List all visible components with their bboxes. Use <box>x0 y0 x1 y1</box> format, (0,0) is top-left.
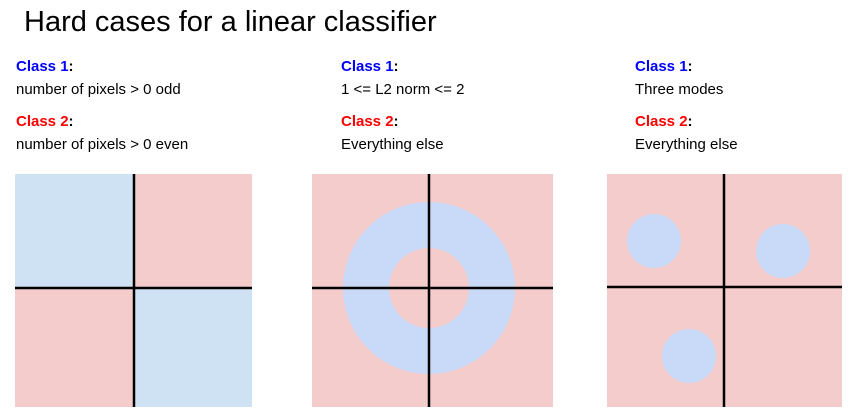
class1-name: Class 1 <box>341 58 394 75</box>
panel3-class1-desc: Three modes <box>635 81 724 98</box>
panel1-text: Class 1: number of pixels > 0 odd Class … <box>16 55 188 156</box>
panel2-class1-desc: 1 <= L2 norm <= 2 <box>341 81 465 98</box>
class2-name: Class 2 <box>16 113 69 130</box>
panel3-text: Class 1: Three modes Class 2: Everything… <box>635 55 738 156</box>
diagram-three-circles <box>607 174 842 407</box>
panel3-class2-label: Class 2: <box>635 110 738 133</box>
colon: : <box>687 113 693 130</box>
panel3-class2-desc: Everything else <box>635 136 738 153</box>
panel2-text: Class 1: 1 <= L2 norm <= 2 Class 2: Ever… <box>341 55 464 156</box>
colon: : <box>68 113 74 130</box>
class1-quadrant-bottom-right <box>134 288 252 407</box>
class2-name: Class 2 <box>341 113 394 130</box>
diagram-annulus-ring <box>312 174 553 407</box>
colon: : <box>68 58 74 75</box>
panel1-class2-group: Class 2: number of pixels > 0 even <box>16 110 188 156</box>
slide-title: Hard cases for a linear classifier <box>24 6 437 38</box>
panel2-class2-desc: Everything else <box>341 136 444 153</box>
panel2-class2-group: Class 2: Everything else <box>341 110 464 156</box>
class1-name: Class 1 <box>16 58 69 75</box>
class2-name: Class 2 <box>635 113 688 130</box>
class1-mode-circle-top-right <box>756 224 810 278</box>
class1-mode-circle-bottom-left <box>662 329 716 383</box>
panel1-class1-label: Class 1: <box>16 55 188 78</box>
colon: : <box>393 113 399 130</box>
panel3-class1-group: Class 1: Three modes <box>635 55 738 101</box>
panel1-class2-desc: number of pixels > 0 even <box>16 136 189 153</box>
panel1-class1-group: Class 1: number of pixels > 0 odd <box>16 55 188 101</box>
panel2-class2-label: Class 2: <box>341 110 464 133</box>
panel1-class1-desc: number of pixels > 0 odd <box>16 81 181 98</box>
diagram-opposite-quadrants <box>15 174 252 407</box>
class1-name: Class 1 <box>635 58 688 75</box>
panel3-class2-group: Class 2: Everything else <box>635 110 738 156</box>
panel2-class1-label: Class 1: <box>341 55 464 78</box>
panel2-class1-group: Class 1: 1 <= L2 norm <= 2 <box>341 55 464 101</box>
class1-mode-circle-top-left <box>627 214 681 268</box>
panel1-class2-label: Class 2: <box>16 110 188 133</box>
colon: : <box>687 58 693 75</box>
colon: : <box>393 58 399 75</box>
panel3-class1-label: Class 1: <box>635 55 738 78</box>
class1-quadrant-top-left <box>15 174 134 288</box>
